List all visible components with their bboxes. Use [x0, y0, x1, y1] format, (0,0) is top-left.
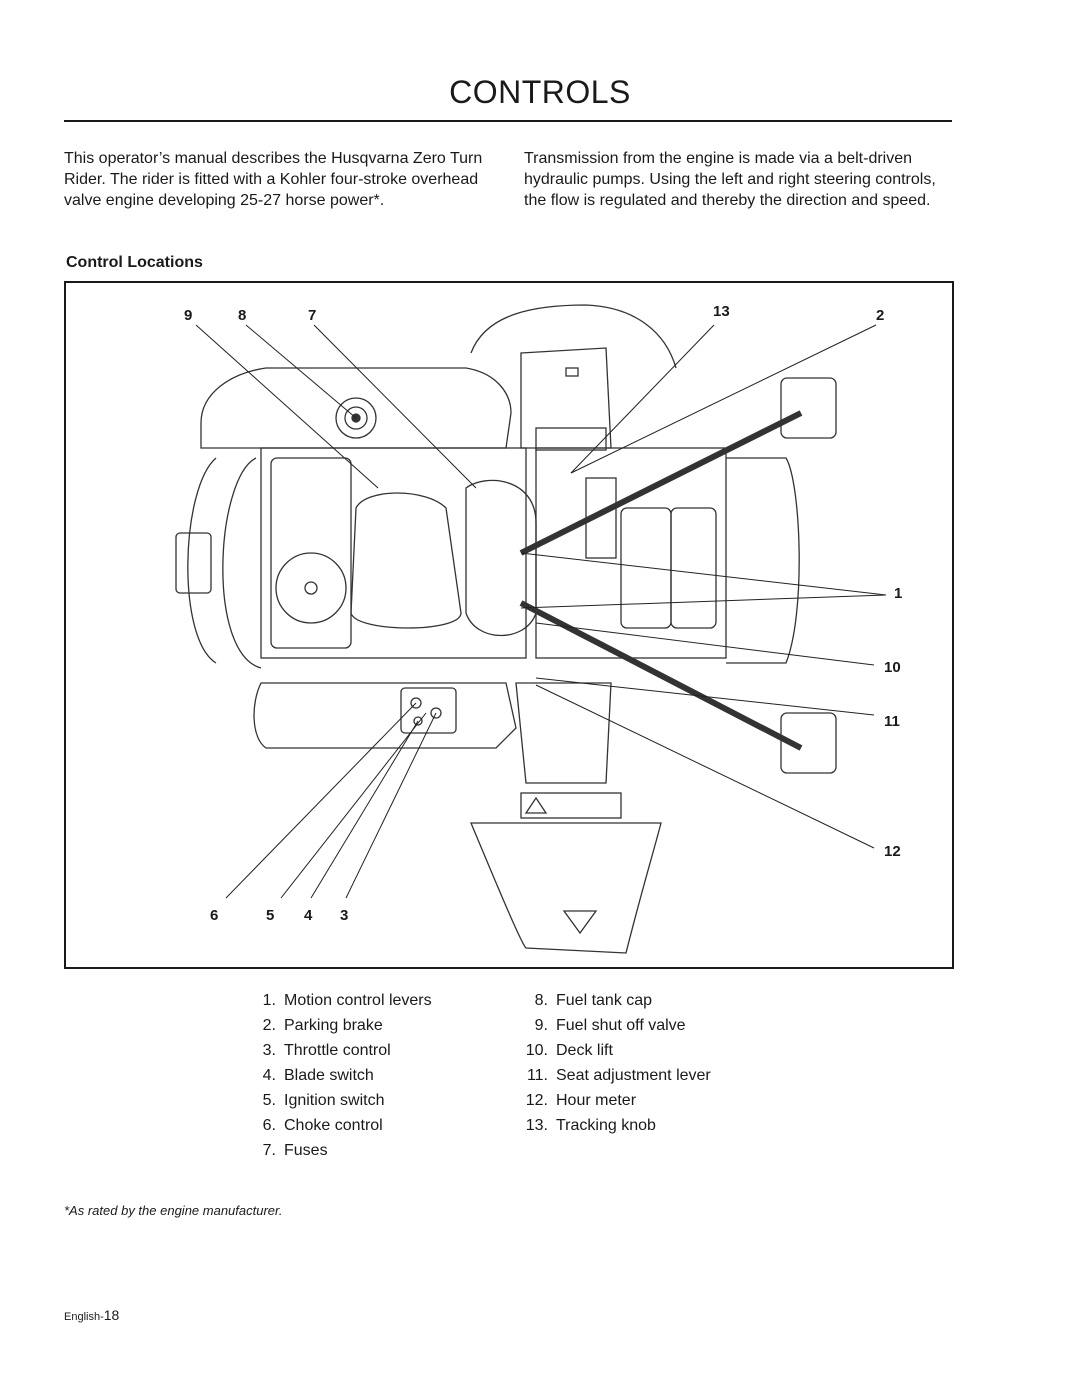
callout-12: 12: [884, 843, 901, 860]
legend-num: 10.: [525, 1042, 548, 1059]
callout-5: 5: [266, 907, 275, 924]
legend-item: 8. Fuel tank cap: [518, 992, 711, 1017]
legend-num: 2.: [262, 1017, 276, 1034]
intro-left-paragraph: This operator’s manual describes the Hus…: [64, 150, 483, 209]
legend-label: Fuel shut off valve: [556, 1017, 686, 1034]
legend-num: 8.: [534, 992, 548, 1009]
legend-num: 1.: [262, 992, 276, 1009]
legend-item: 5. Ignition switch: [250, 1092, 432, 1117]
legend-item: 7. Fuses: [250, 1142, 432, 1167]
legend-num: 3.: [262, 1042, 276, 1059]
title-divider: [64, 120, 952, 122]
legend-label: Choke control: [284, 1117, 383, 1134]
legend-num: 4.: [262, 1067, 276, 1084]
legend-item: 10. Deck lift: [518, 1042, 711, 1067]
legend-item: 1. Motion control levers: [250, 992, 432, 1017]
legend-item: 6. Choke control: [250, 1117, 432, 1142]
page-title: CONTROLS: [449, 74, 631, 110]
callout-13: 13: [713, 303, 730, 320]
legend-num: 11.: [526, 1067, 548, 1084]
legend-label: Throttle control: [284, 1042, 391, 1059]
legend-label: Fuel tank cap: [556, 992, 653, 1009]
page-prefix: English-: [64, 1311, 104, 1323]
legend-label: Parking brake: [284, 1017, 383, 1034]
page-number-value: 18: [103, 1307, 120, 1323]
legend-item: 2. Parking brake: [250, 1017, 432, 1042]
legend-num: 5.: [262, 1092, 276, 1109]
legend-num: 13.: [525, 1117, 548, 1134]
callout-10: 10: [884, 659, 901, 676]
legend-label: Deck lift: [556, 1042, 613, 1059]
callout-4: 4: [304, 907, 313, 924]
legend-right: 8. Fuel tank cap 9. Fuel shut off valve 10…: [518, 992, 711, 1142]
section-heading: Control Locations: [66, 254, 203, 271]
legend-item: 12. Hour meter: [518, 1092, 711, 1117]
legend-label: Tracking knob: [556, 1117, 656, 1134]
callout-2: 2: [876, 307, 885, 324]
callout-1: 1: [894, 585, 903, 602]
legend-left: 1.Motion control levers 2.Parking brake …: [250, 992, 432, 1167]
legend-num: 7.: [262, 1142, 276, 1159]
intro-right-paragraph: Transmission from the engine is made via…: [524, 150, 936, 209]
legend-item: 11. Seat adjustment lever: [518, 1067, 711, 1092]
callout-6: 6: [210, 907, 219, 924]
mower-diagram: [175, 304, 887, 954]
page-number: English-18: [64, 1307, 119, 1323]
legend-num: 6.: [262, 1117, 276, 1134]
callout-7: 7: [308, 307, 317, 324]
legend-label: Motion control levers: [284, 992, 432, 1009]
legend-item: 13. Tracking knob: [518, 1117, 711, 1142]
control-locations-figure: 9 8 7 13 2 1 10 11 12 6 5 4 3: [64, 281, 954, 969]
legend-num: 12.: [525, 1092, 548, 1109]
callout-11: 11: [884, 713, 900, 730]
legend-item: 3. Throttle control: [250, 1042, 432, 1067]
legend-label: Fuses: [284, 1142, 328, 1159]
legend-label: Blade switch: [284, 1067, 374, 1084]
callout-8: 8: [238, 307, 247, 324]
legend-item: 9. Fuel shut off valve: [518, 1017, 711, 1042]
callout-3: 3: [340, 907, 349, 924]
footnote: *As rated by the engine manufacturer.: [64, 1203, 283, 1218]
legend-num: 9.: [534, 1017, 548, 1034]
legend-label: Hour meter: [556, 1092, 637, 1109]
legend-item: 4. Blade switch: [250, 1067, 432, 1092]
callout-9: 9: [184, 307, 193, 324]
legend-label: Seat adjustment lever: [556, 1067, 711, 1084]
legend-label: Ignition switch: [284, 1092, 385, 1109]
